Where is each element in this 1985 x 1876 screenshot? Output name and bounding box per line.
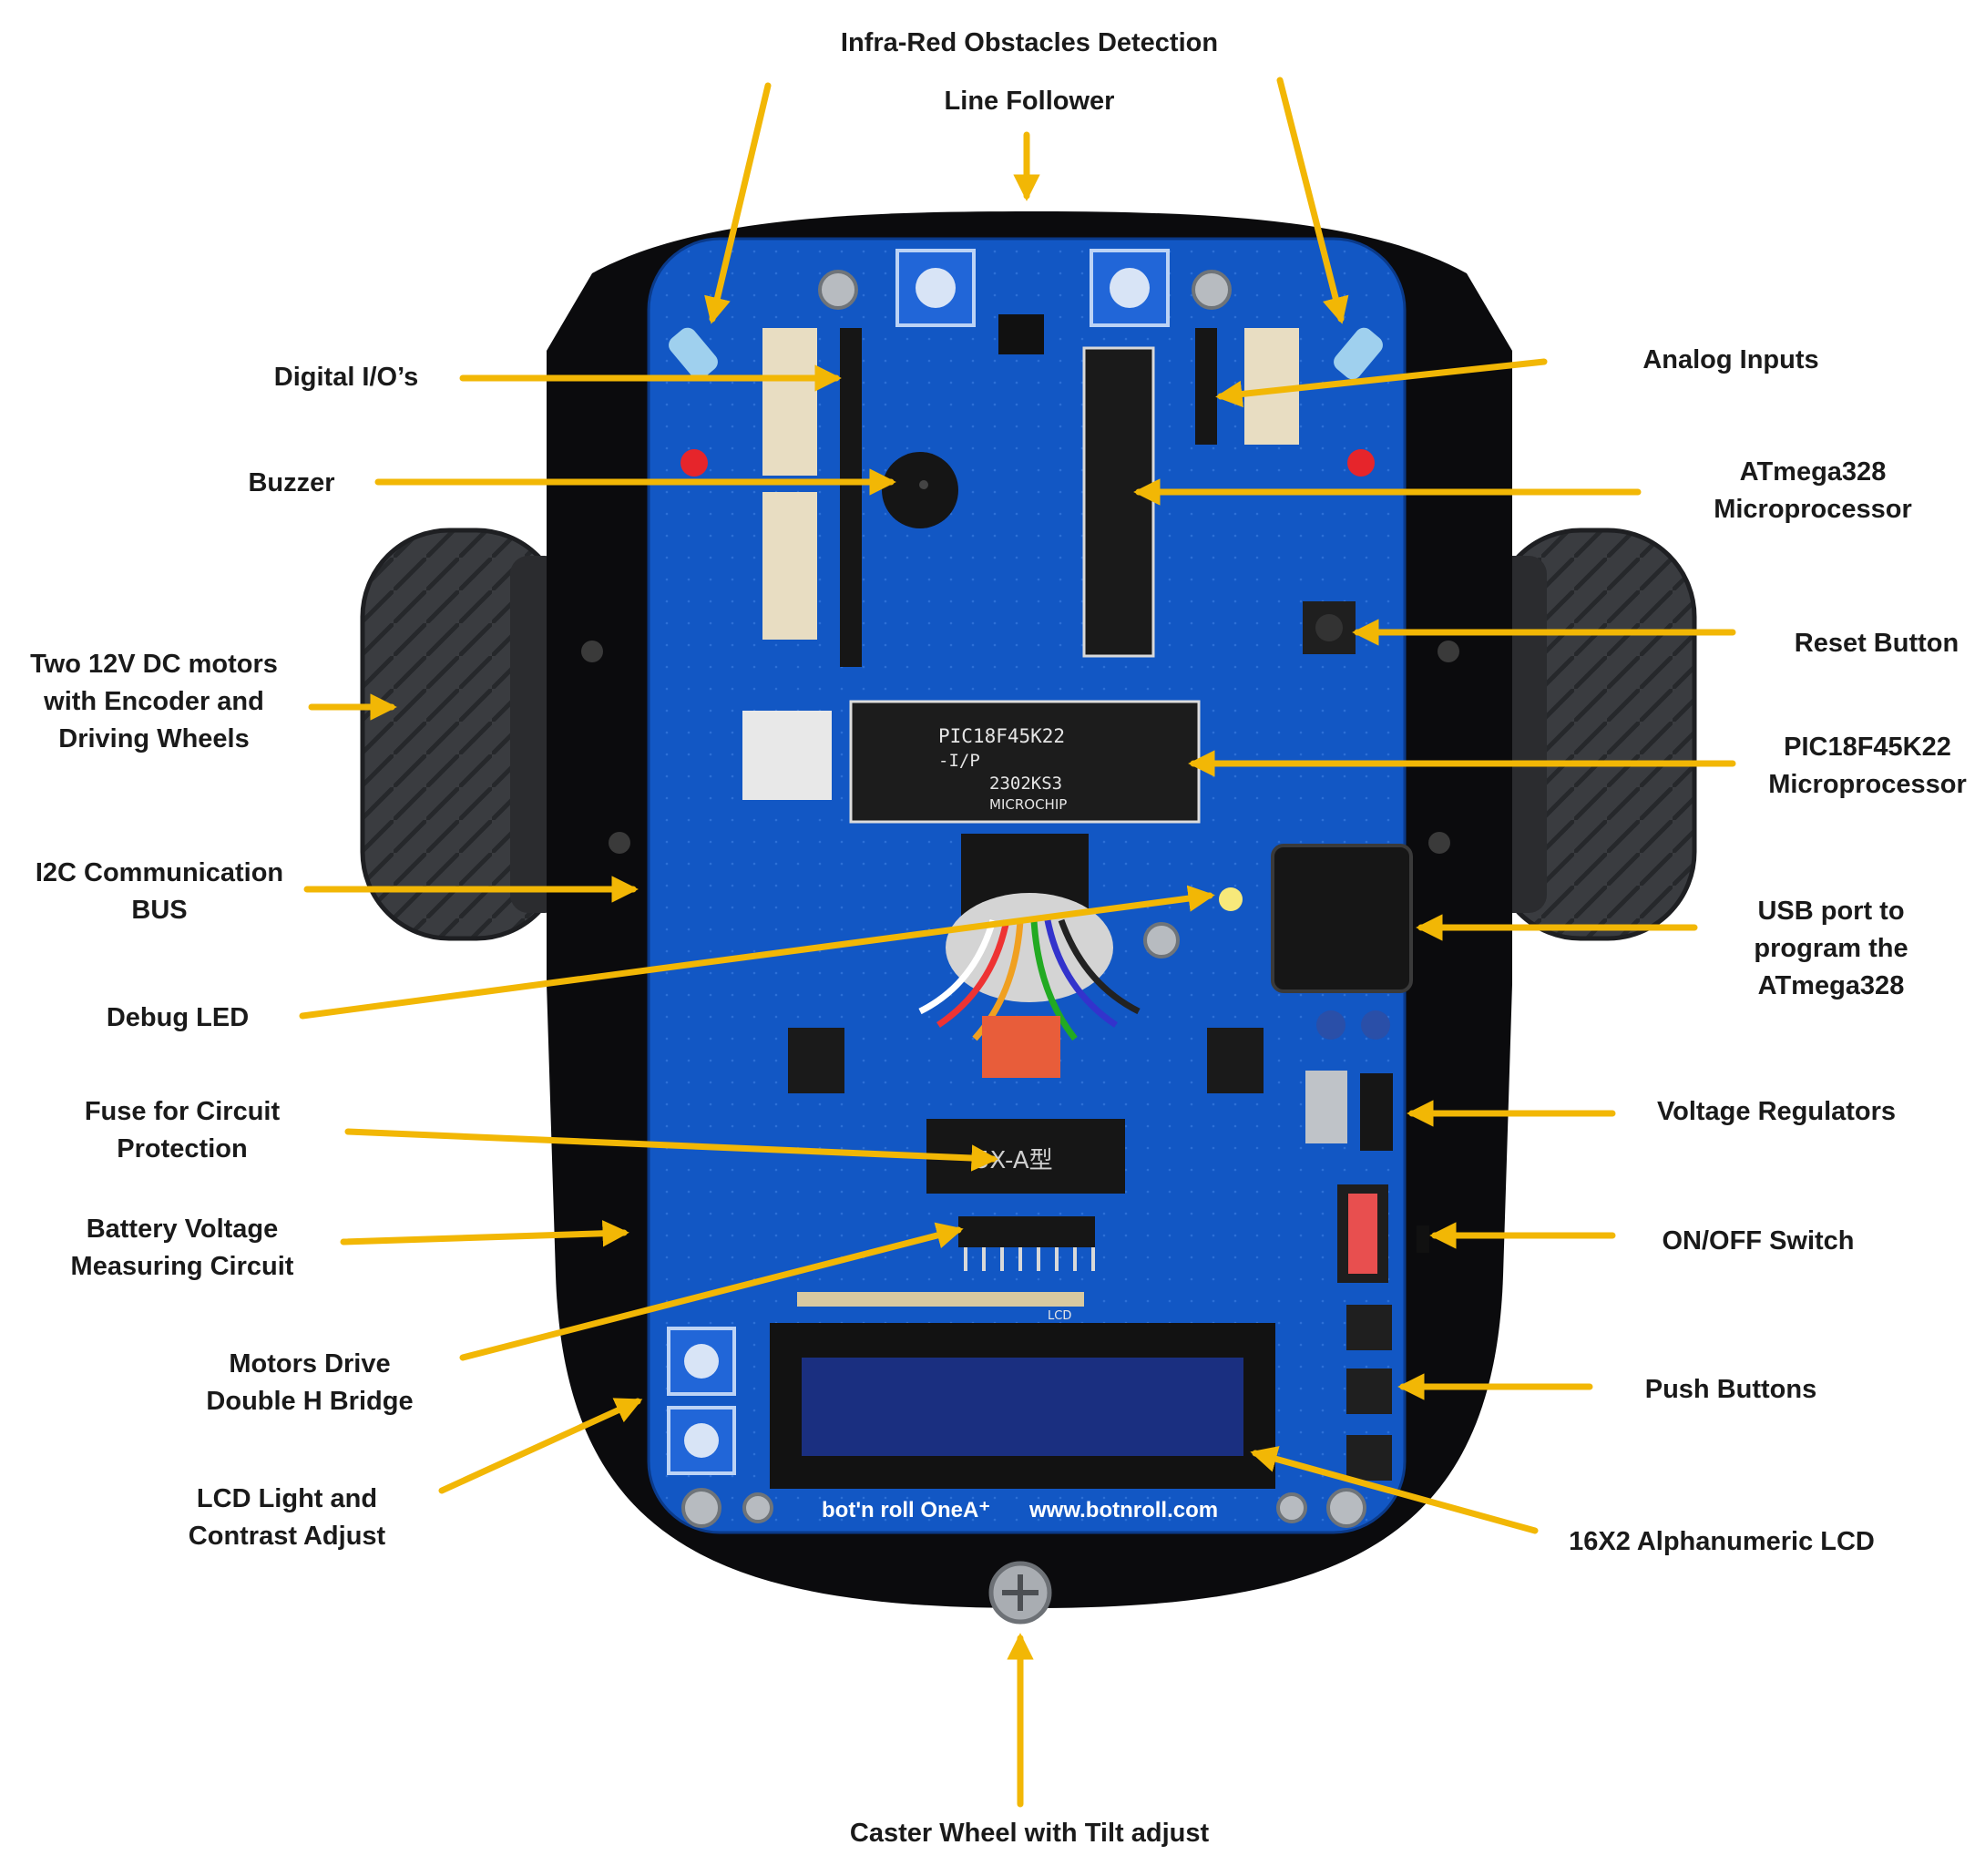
pic-chip-maker: MICROCHIP [989, 796, 1067, 813]
label-onoff: ON/OFF Switch [1662, 1226, 1855, 1256]
label-vreg: Voltage Regulators [1656, 1097, 1897, 1126]
pic-chip-code: 2302KS3 [989, 774, 1062, 794]
board-url: www.botnroll.com [1028, 1498, 1218, 1522]
h-bridge-chip [958, 1216, 1095, 1247]
label-push: Push Buttons [1644, 1375, 1817, 1404]
left-wheel [360, 528, 566, 941]
caster-screw [988, 1561, 1052, 1625]
line-sensor-pots [895, 249, 1170, 354]
arrow-ir-left [704, 82, 772, 324]
arrow-battery [340, 1220, 629, 1247]
on-off-switch [1337, 1184, 1429, 1283]
ir-sensors [669, 327, 1383, 477]
right-wheel [1491, 528, 1697, 941]
usb-port [1271, 844, 1413, 993]
push-buttons [1346, 1305, 1392, 1481]
label-caster: Caster Wheel with Tilt adjust [849, 1819, 1210, 1848]
atmega328-chip [1082, 346, 1155, 658]
lcd-module [770, 1323, 1275, 1489]
lcd-silk: LCD [1048, 1309, 1071, 1323]
board-brand: bot'n roll OneA⁺ [822, 1498, 990, 1522]
label-reset: Reset Button [1794, 629, 1959, 658]
fuse: 5X-A型 [926, 1119, 1125, 1194]
label-line-follower: Line Follower [944, 87, 1115, 116]
label-debug-led: Debug LED [106, 1003, 250, 1032]
arrow-ir-right [1276, 77, 1349, 324]
arrow-fuse [344, 1128, 998, 1172]
analog-header [1195, 328, 1217, 445]
label-analog: Analog Inputs [1642, 345, 1819, 374]
arrow-lcd-adjust [438, 1398, 643, 1494]
reset-button [1303, 601, 1356, 654]
label-buzzer: Buzzer [248, 468, 335, 497]
pic-chip-sub: -I/P [938, 751, 980, 771]
debug-led [1219, 887, 1243, 911]
label-digital-io: Digital I/O’s [273, 363, 419, 392]
voltage-regulator [1305, 1071, 1347, 1143]
arrow-analog [1215, 358, 1548, 408]
label-ir: Infra-Red Obstacles Detection [840, 28, 1219, 57]
lcd-adjust-pots [667, 1327, 736, 1475]
arrow-hbridge [459, 1222, 964, 1361]
digital-io-header [840, 328, 862, 667]
pic-chip: PIC18F45K22 -I/P 2302KS3 MICROCHIP [849, 700, 1201, 824]
arrow-lcd [1250, 1446, 1539, 1534]
arrow-debug-led [299, 885, 1215, 1020]
qr-code [742, 711, 832, 800]
label-lcd: 16X2 Alphanumeric LCD [1569, 1527, 1875, 1556]
pic-chip-text: PIC18F45K22 [938, 725, 1065, 747]
buzzer [882, 452, 958, 528]
